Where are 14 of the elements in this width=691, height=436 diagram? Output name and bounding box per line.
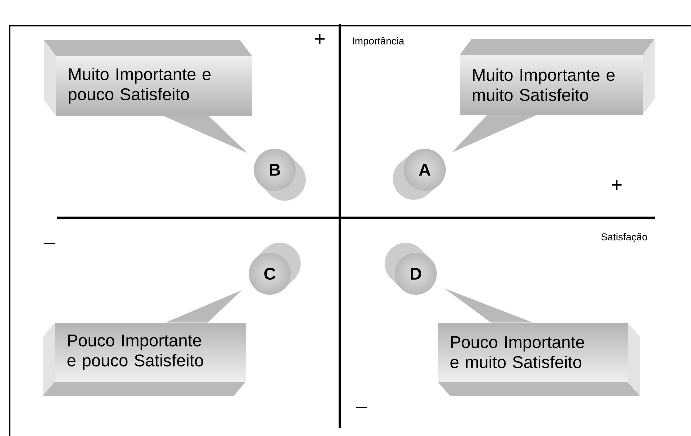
sign-label: – [356,407,368,408]
axis-label: Satisfação [602,233,648,243]
sign-label: + [315,34,325,44]
sign-label: + [612,180,622,190]
callout-box: Pouco Importante e muito Satisfeito [438,322,640,396]
callout-box: Muito Importante e muito Satisfeito [460,39,655,115]
callout-box: Muito Importante e pouco Satisfeito [44,40,252,116]
callout-tail [164,116,248,154]
callout-tail [166,290,242,323]
axis-label: Importância [353,37,404,47]
callout-tail [444,288,533,323]
sign-label: – [44,243,56,244]
callout-tail [452,115,537,153]
callout-box: Pouco Importante e pouco Satisfeito [43,322,246,396]
